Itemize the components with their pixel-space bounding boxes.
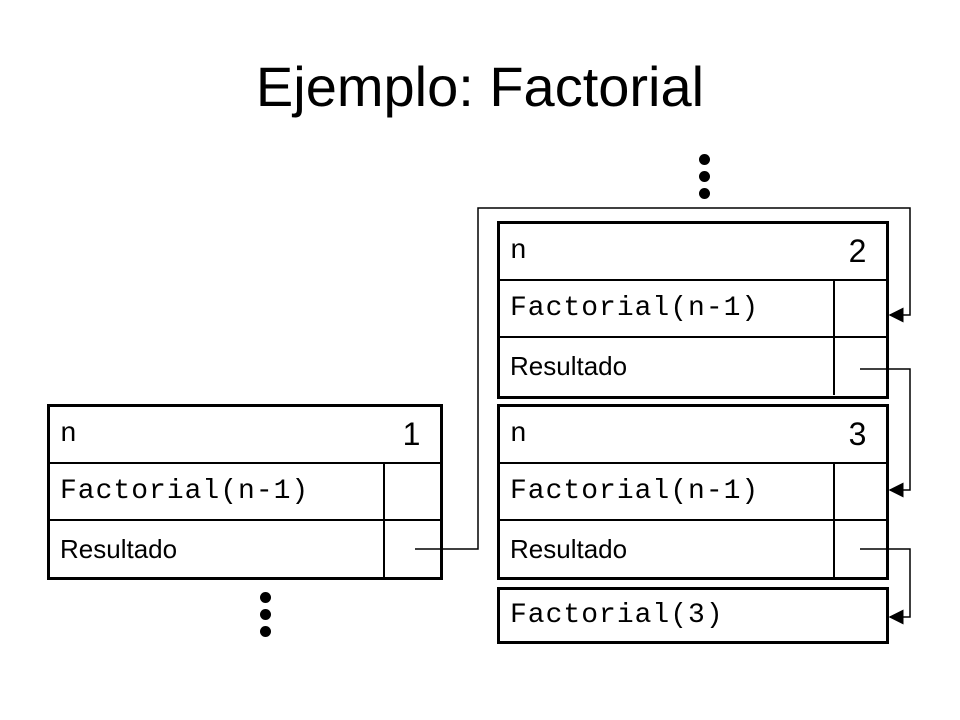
call-label: Factorial(n-1) <box>50 464 385 519</box>
n-value: 2 <box>848 233 867 269</box>
stack-frame-n2: n 2 Factorial(n-1) Resultado <box>497 221 889 399</box>
result-label: Resultado <box>50 521 385 578</box>
continuation-dots-bottom <box>260 592 272 643</box>
stack-frame-n1: n 1 Factorial(n-1) Resultado <box>47 404 443 580</box>
frame-row-n: n 2 <box>500 224 886 281</box>
page-title: Ejemplo: Factorial <box>255 55 705 118</box>
frame-row-result: Resultado <box>500 338 886 395</box>
arrow-n1-to-n2 <box>415 207 911 550</box>
result-label: Resultado <box>500 521 835 578</box>
frame-row-result: Resultado <box>50 521 440 578</box>
call-label: Factorial(n-1) <box>500 281 835 336</box>
frame-row-n: n 3 <box>500 407 886 464</box>
initial-call-box: Factorial(3) <box>497 587 889 644</box>
frame-row-call: Factorial(n-1) <box>500 464 886 521</box>
n-value: 1 <box>402 416 421 452</box>
continuation-dots-top <box>699 154 711 205</box>
result-label: Resultado <box>500 338 835 395</box>
n-label: n <box>510 419 528 450</box>
frame-row-n: n 1 <box>50 407 440 464</box>
call-label: Factorial(3) <box>510 600 724 631</box>
n-value: 3 <box>848 416 867 452</box>
frame-row-call: Factorial(n-1) <box>500 281 886 338</box>
n-label: n <box>60 419 78 450</box>
frame-row-result: Resultado <box>500 521 886 578</box>
stack-frame-n3: n 3 Factorial(n-1) Resultado <box>497 404 889 580</box>
arrow-n3-to-call <box>860 548 911 625</box>
call-label: Factorial(n-1) <box>500 464 835 519</box>
arrow-n2-to-n3 <box>860 368 911 498</box>
frame-row-call: Factorial(n-1) <box>50 464 440 521</box>
frame-row-call: Factorial(3) <box>500 590 886 641</box>
n-label: n <box>510 236 528 267</box>
